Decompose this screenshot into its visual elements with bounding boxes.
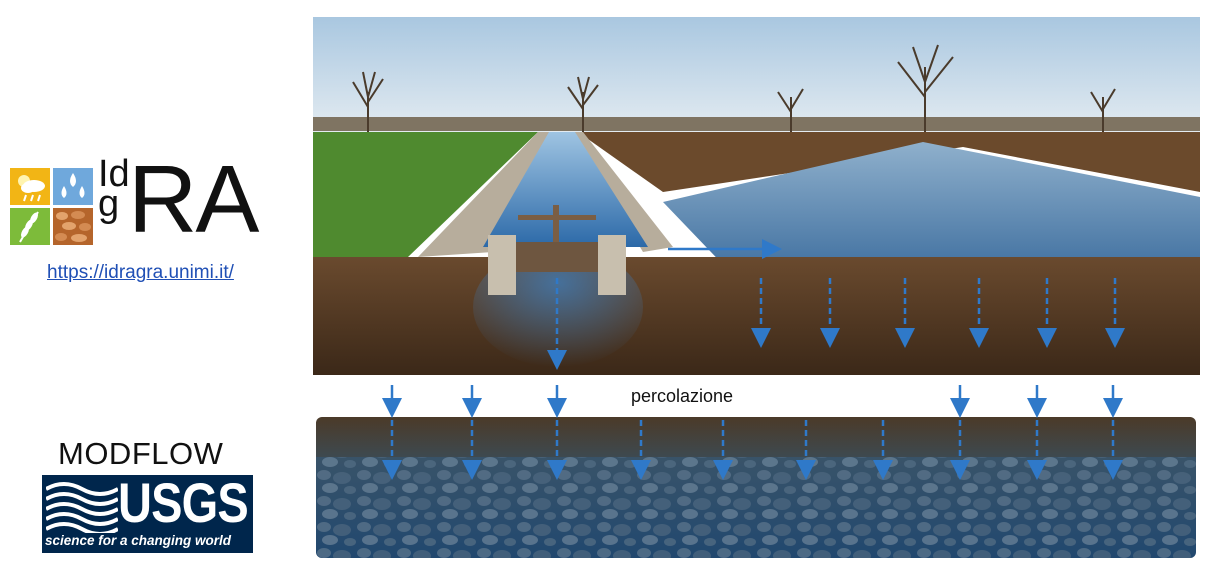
sluice-pillar-left — [488, 235, 516, 295]
idragra-id-letters: Id g — [98, 153, 130, 225]
canal-bank-right — [571, 132, 673, 252]
idragra-letters-top: Id — [98, 153, 130, 195]
usgs-tagline: science for a changing world — [45, 533, 232, 548]
usgs-wordmark: USGS — [118, 475, 249, 534]
percolation-label: percolazione — [631, 386, 734, 406]
soil-icon — [53, 208, 93, 245]
idragra-logo: Id g RA — [10, 152, 290, 250]
sun-cloud-icon — [10, 168, 50, 205]
idragra-website-link[interactable]: https://idragra.unimi.it/ — [47, 262, 234, 283]
sluice-gate — [516, 242, 598, 272]
usgs-wave-icon — [46, 479, 118, 533]
idragra-letters-big: RA — [128, 146, 259, 253]
sluice-pillar-right — [598, 235, 626, 295]
green-field — [313, 132, 538, 257]
irrigation-illustration — [313, 17, 1200, 375]
flooded-field — [663, 142, 1200, 275]
horizon-treeline — [313, 117, 1200, 131]
trees — [352, 44, 1116, 132]
usgs-logo: USGS science for a changing world — [42, 475, 253, 553]
ploughed-field — [578, 132, 1200, 192]
canal-bank-left — [418, 132, 558, 257]
soil-profile — [313, 257, 1200, 375]
sluice-wheel-stem — [553, 205, 559, 242]
aquifer-gravel-layer — [316, 417, 1196, 558]
wheat-icon — [10, 208, 50, 245]
idragra-letters-bottom: g — [98, 183, 120, 225]
water-drops-icon — [53, 168, 93, 205]
modflow-title: MODFLOW — [58, 436, 224, 471]
